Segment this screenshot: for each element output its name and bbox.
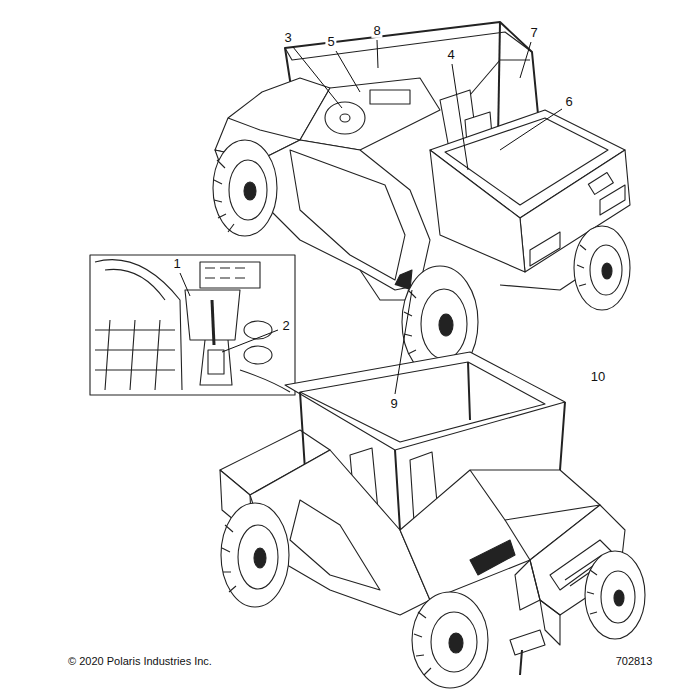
callout-number: 7	[528, 26, 539, 40]
callout-number: 10	[589, 370, 607, 384]
footer-text: 702813	[614, 655, 655, 667]
callout-number: 6	[563, 95, 574, 109]
bottom-vehicle	[220, 352, 645, 688]
footer-text: © 2020 Polaris Industries Inc.	[66, 655, 214, 667]
callout-number: 2	[280, 319, 291, 333]
callout-number: 5	[325, 35, 336, 49]
leader-lines	[180, 40, 562, 394]
callout-number: 8	[371, 24, 382, 38]
callout-number: 3	[282, 31, 293, 45]
callout-number: 4	[445, 48, 456, 62]
inset-detail	[90, 255, 295, 395]
callout-number: 1	[171, 257, 182, 271]
callout-number: 9	[388, 397, 399, 411]
